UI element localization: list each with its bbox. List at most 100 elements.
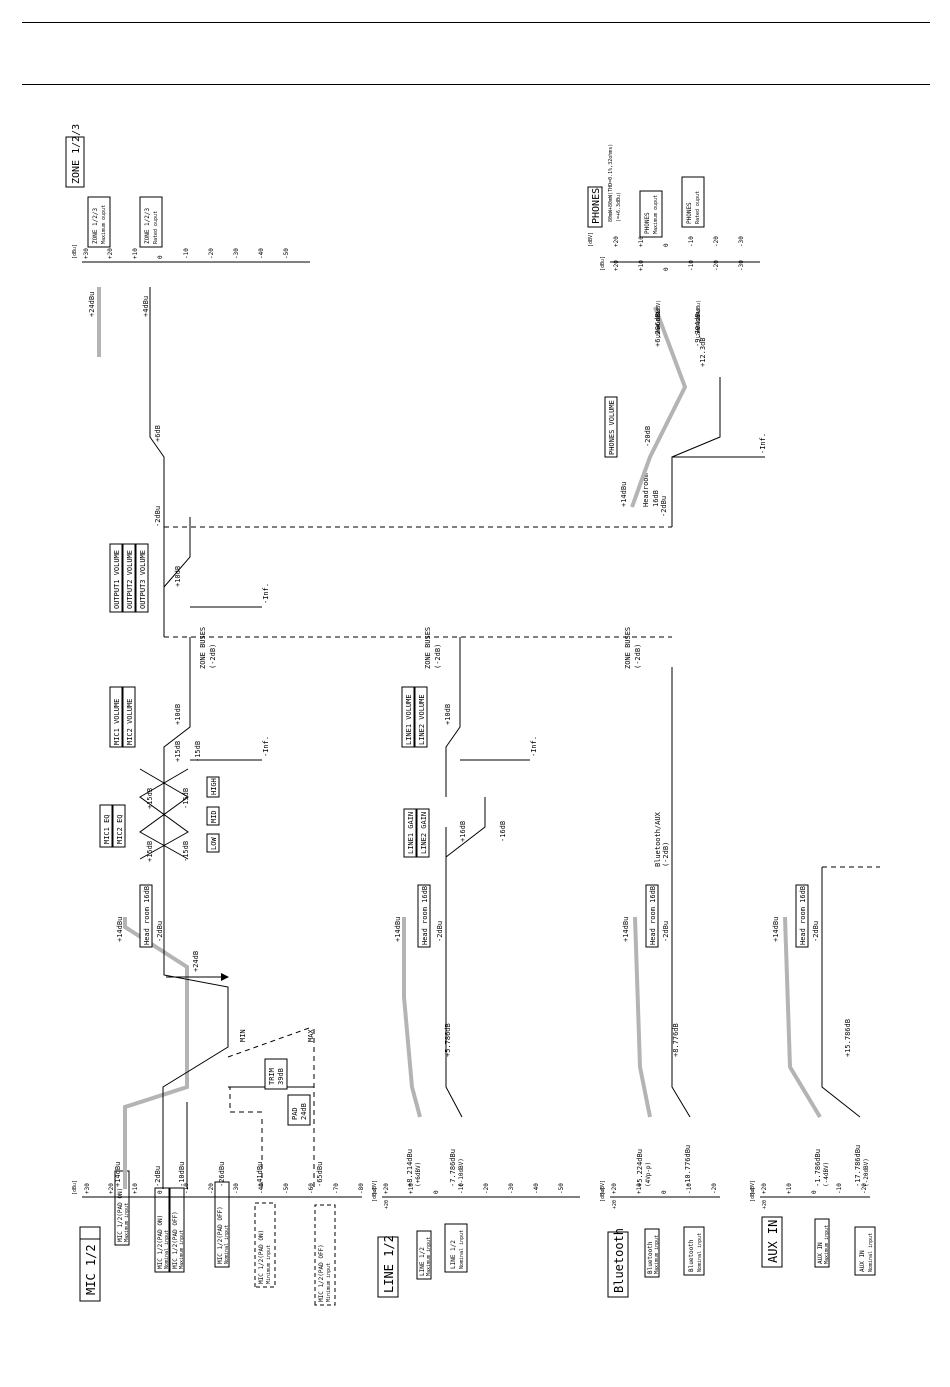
zone-tick-10: +10 <box>132 248 139 259</box>
bt-nom-box <box>683 1226 705 1276</box>
eq-high-plus: +15dB <box>174 741 182 762</box>
phones-headroom: Headroom <box>642 473 650 507</box>
phones-v-m20: -20 <box>713 236 720 247</box>
line2-vol-box <box>414 686 428 748</box>
line-nom-label: LINE 1/2 <box>450 1240 457 1269</box>
phones-max: +6.296dBu <box>654 309 662 347</box>
bt-title-box <box>607 1231 629 1298</box>
phones-v-0: 0 <box>663 243 670 247</box>
zone-rated-sub: Rated ouput <box>153 211 159 244</box>
zone-tick-30: +30 <box>83 248 90 259</box>
mic1-eq-box <box>99 804 113 848</box>
line1-volume: LINE1 VOLUME <box>405 694 413 745</box>
bt-tick-m20: -20 <box>711 1183 718 1194</box>
mic-pad-link <box>229 1087 262 1113</box>
line-row: LINE 1/2 LINE 1/2 Maximum input LINE 1/2… <box>164 627 672 1298</box>
mic1-volume: MIC1 VOLUME <box>113 699 121 745</box>
line-in-max-sub: (+6dBV) <box>415 1162 422 1187</box>
phones-vol-path <box>671 377 721 527</box>
eq-low-minus: -15dB <box>182 841 190 862</box>
mic-hr-m2: -2dBu <box>156 921 164 942</box>
line2-volume: LINE2 VOLUME <box>418 694 426 745</box>
mic-pad-on-min-sub: Minimum input <box>266 1245 272 1284</box>
phones-rated-sub: Rated ouput <box>695 191 701 224</box>
aux-15786: +15.786dB <box>844 1019 852 1057</box>
line2-gain-box <box>416 808 430 858</box>
phones-v-m10: -10 <box>688 236 695 247</box>
aux-row: AUX IN AUX IN Maximum input AUX IN Nomin… <box>750 866 880 1276</box>
aux-nom-path <box>821 867 861 1118</box>
phones-u-0: 0 <box>663 267 670 271</box>
mic2-vol-box <box>122 686 136 748</box>
line-gain-minus: -16dB <box>499 821 507 842</box>
aux-max-box <box>814 1218 830 1268</box>
line-headroom-box <box>417 884 431 948</box>
aux-max-path <box>783 916 822 1119</box>
line-tick-m30: -30 <box>508 1183 515 1194</box>
line-unit-dbv: [dBV] <box>372 1180 378 1195</box>
mic-pad-on-max-label: MIC 1/2(PAD ON) <box>117 1188 124 1242</box>
output2-volume: OUTPUT2 VOLUME <box>126 550 134 609</box>
mic-pad-on-min-label: MIC 1/2(PAD ON) <box>258 1230 265 1284</box>
line-in-nom: -7.786dBu <box>449 1149 457 1187</box>
aux-tick-m20: -20 <box>861 1183 868 1194</box>
eq-mid-plus: +15dB <box>146 788 154 809</box>
aux-nom-label: AUX IN <box>859 1250 866 1272</box>
mic-pad-value: 24dB <box>300 1103 308 1120</box>
bt-tick-m10: -10 <box>686 1183 693 1194</box>
zone-tick-20: +20 <box>107 248 114 259</box>
aux-in-max: -1.786dBu <box>814 1149 822 1187</box>
bt-max-label: Bluetooth <box>647 1241 654 1274</box>
mic-tick-0: 0 <box>157 1190 164 1194</box>
aux-headroom-box <box>795 884 809 948</box>
bt-headroom-box <box>645 884 659 948</box>
mic-scale-unit: [dBu] <box>72 1180 78 1195</box>
phones-title-box <box>587 186 603 228</box>
mic-trim-value: 39dB <box>277 1068 285 1085</box>
bt-nom-sub: Nominal input <box>697 1233 703 1272</box>
line-nom-sub: Nominal input <box>459 1230 465 1269</box>
eq-high-box <box>206 776 220 798</box>
mic-max-path <box>123 917 189 1189</box>
aux-unit-dbv: [dBV] <box>750 1180 756 1195</box>
mic-pad-off-min-label: MIC 1/2(PAD OFF) <box>318 1244 325 1302</box>
out3-vol-box <box>135 543 149 613</box>
bt-tick-20: +20 <box>611 1183 618 1194</box>
line1-gain: LINE1 GAIN <box>407 812 415 854</box>
mic-tick-m60: -60 <box>308 1183 315 1194</box>
mic-pad-off-nom-label: MIC 1/2(PAD OFF) <box>217 1206 224 1264</box>
zone-tick-m50: -50 <box>283 248 290 259</box>
phones-spec-sub: (=+6.3dBu) <box>616 192 622 222</box>
bt-hr-14: +14dBu <box>622 917 630 942</box>
mic-trim-max: MAX <box>307 1029 315 1042</box>
out1-vol-box <box>109 543 123 613</box>
zone-max-box <box>87 196 111 248</box>
zone-tick-m20: -20 <box>208 248 215 259</box>
line-tick-m10: -10 <box>458 1183 465 1194</box>
mic-headroom-box <box>139 884 153 948</box>
phones-volume: PHONES VOLUME <box>608 400 616 455</box>
line-title-box <box>377 1236 399 1298</box>
zone-tick-m30: -30 <box>233 248 240 259</box>
phones-u-m10: -10 <box>688 260 695 271</box>
mic-trim-label: TRIM <box>268 1068 276 1085</box>
mic-pad-off-nom-sub: Nominal input <box>224 1225 230 1264</box>
out-vol-inf-label: -Inf. <box>262 583 270 604</box>
zb1-sub: (-2dB) <box>209 644 217 669</box>
mic-headroom: Head room 16dB <box>143 886 151 945</box>
mic-pad-on-max-box <box>114 1170 130 1246</box>
mic-pad-off-nom-box <box>214 1181 230 1268</box>
bt-in-max: +5.224dBu <box>636 1149 644 1187</box>
aux-title: AUX IN <box>766 1220 780 1263</box>
line-hr-14: +14dBu <box>394 917 402 942</box>
phones-spec: 80mW+80mW(THD=0.1%,32ohms) <box>608 144 614 222</box>
zone-rated: +4dBu <box>142 296 150 317</box>
phones-title: PHONES <box>591 188 602 224</box>
aux-max-label: AUX IN <box>817 1242 824 1264</box>
eq-low: LOW <box>210 837 218 850</box>
line-nom-path <box>445 827 463 1118</box>
zone-tick-0: 0 <box>157 255 164 259</box>
mic-title: MIC 1/2 <box>84 1244 98 1295</box>
mic-pad-on-nom-label: MIC 1/2(PAD ON) <box>157 1215 164 1269</box>
mic-vol-path <box>163 637 191 827</box>
